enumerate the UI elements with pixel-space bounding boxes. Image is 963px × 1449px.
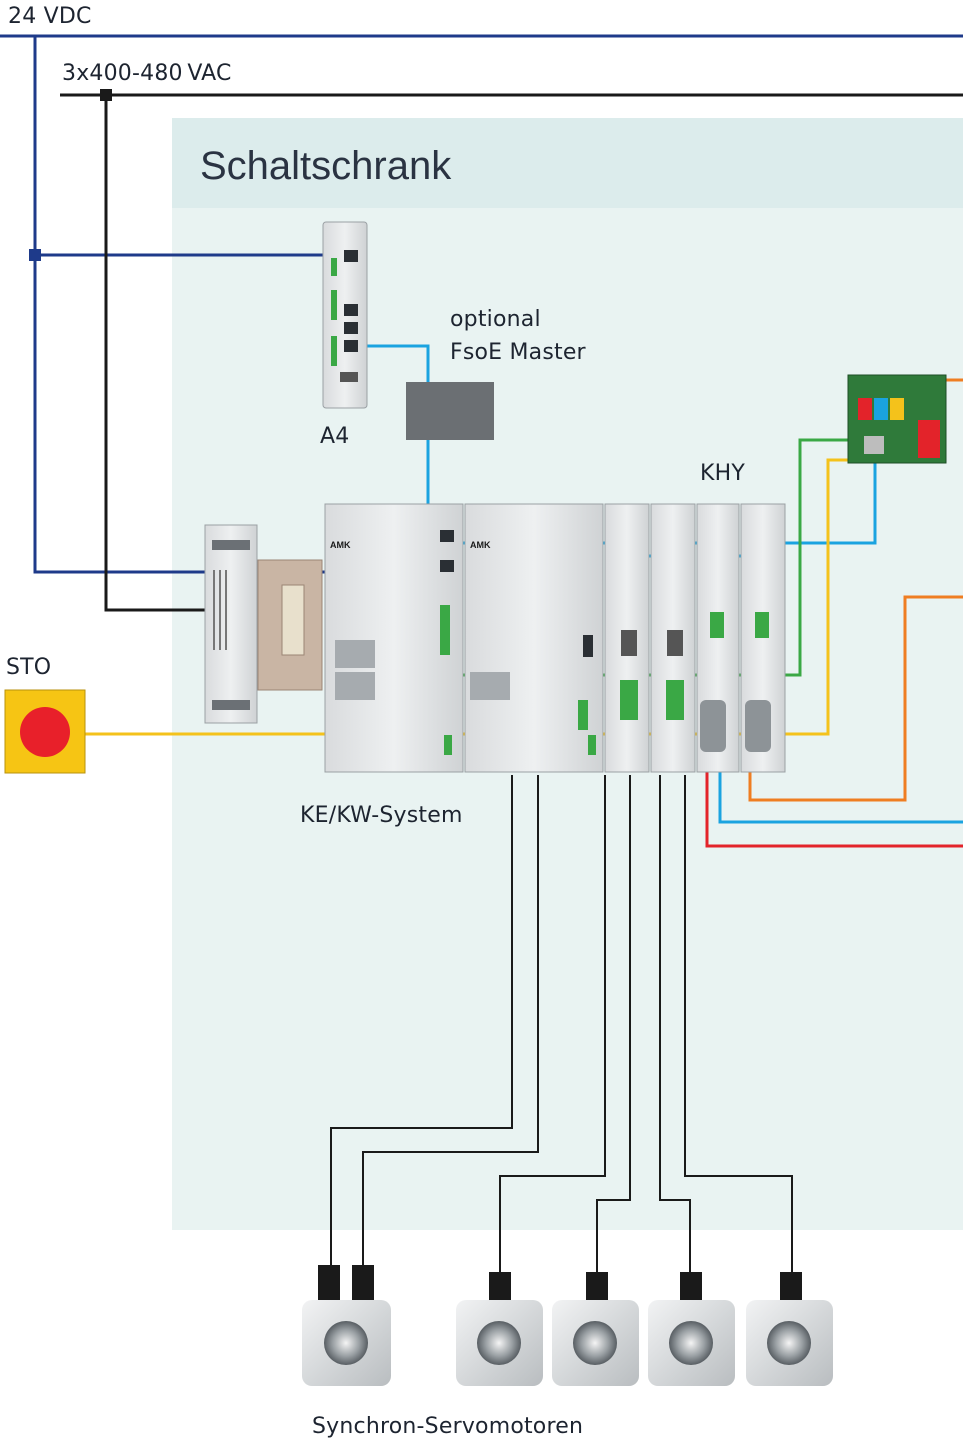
fsoe-master-box xyxy=(406,382,494,440)
servo-motor-2 xyxy=(456,1272,543,1386)
fsoe-label-line2: FsoE Master xyxy=(450,340,586,365)
khy-board xyxy=(847,374,947,464)
servo-motor-1 xyxy=(302,1265,391,1386)
a4-controller xyxy=(322,221,368,409)
motor-cable-3 xyxy=(596,775,631,1275)
motor-cable-4 xyxy=(659,775,691,1275)
fsoe-label-line1: optional xyxy=(450,307,541,332)
ethercat-a4-to-fsoe xyxy=(355,344,430,398)
drive-module-kw-2 xyxy=(604,503,650,773)
ac-feed-wire xyxy=(104,95,210,612)
drive-module-khy-2 xyxy=(740,503,786,773)
motor-cable-1b xyxy=(362,775,539,1265)
cabinet-header xyxy=(172,118,963,208)
sto-emergency-stop[interactable] xyxy=(4,689,86,774)
line-filter xyxy=(204,524,258,724)
drive-module-kw-3 xyxy=(650,503,696,773)
drive-module-ke xyxy=(324,503,464,773)
khy-label: KHY xyxy=(700,461,746,486)
brand-label-kw: AMK xyxy=(470,540,491,550)
supply-ac-label: 3x400-480 VAC xyxy=(62,61,232,86)
motor-cable-1a xyxy=(330,775,513,1265)
red-signal-wire xyxy=(705,760,963,848)
cabinet-title: Schaltschrank xyxy=(200,144,452,188)
supply-dc-label: 24 VDC xyxy=(8,4,92,29)
servo-motor-5 xyxy=(746,1272,833,1386)
a4-label: A4 xyxy=(320,424,350,449)
motors-label: Synchron-Servomotoren xyxy=(312,1414,584,1439)
brand-label-ke: AMK xyxy=(330,540,351,550)
servo-motor-3 xyxy=(552,1272,639,1386)
motor-cable-2 xyxy=(499,775,606,1275)
servo-motor-4 xyxy=(648,1272,735,1386)
ac-junction xyxy=(100,89,112,101)
motor-cable-5 xyxy=(684,775,793,1275)
line-choke xyxy=(257,559,323,691)
sto-label: STO xyxy=(6,655,52,680)
drive-module-kw-1 xyxy=(464,503,604,773)
orange-signal-wire xyxy=(748,595,963,802)
blue-encoder-wire xyxy=(718,760,963,824)
system-label: KE/KW-System xyxy=(300,803,463,828)
dc-junction xyxy=(29,249,41,261)
drive-module-khy-1 xyxy=(696,503,740,773)
